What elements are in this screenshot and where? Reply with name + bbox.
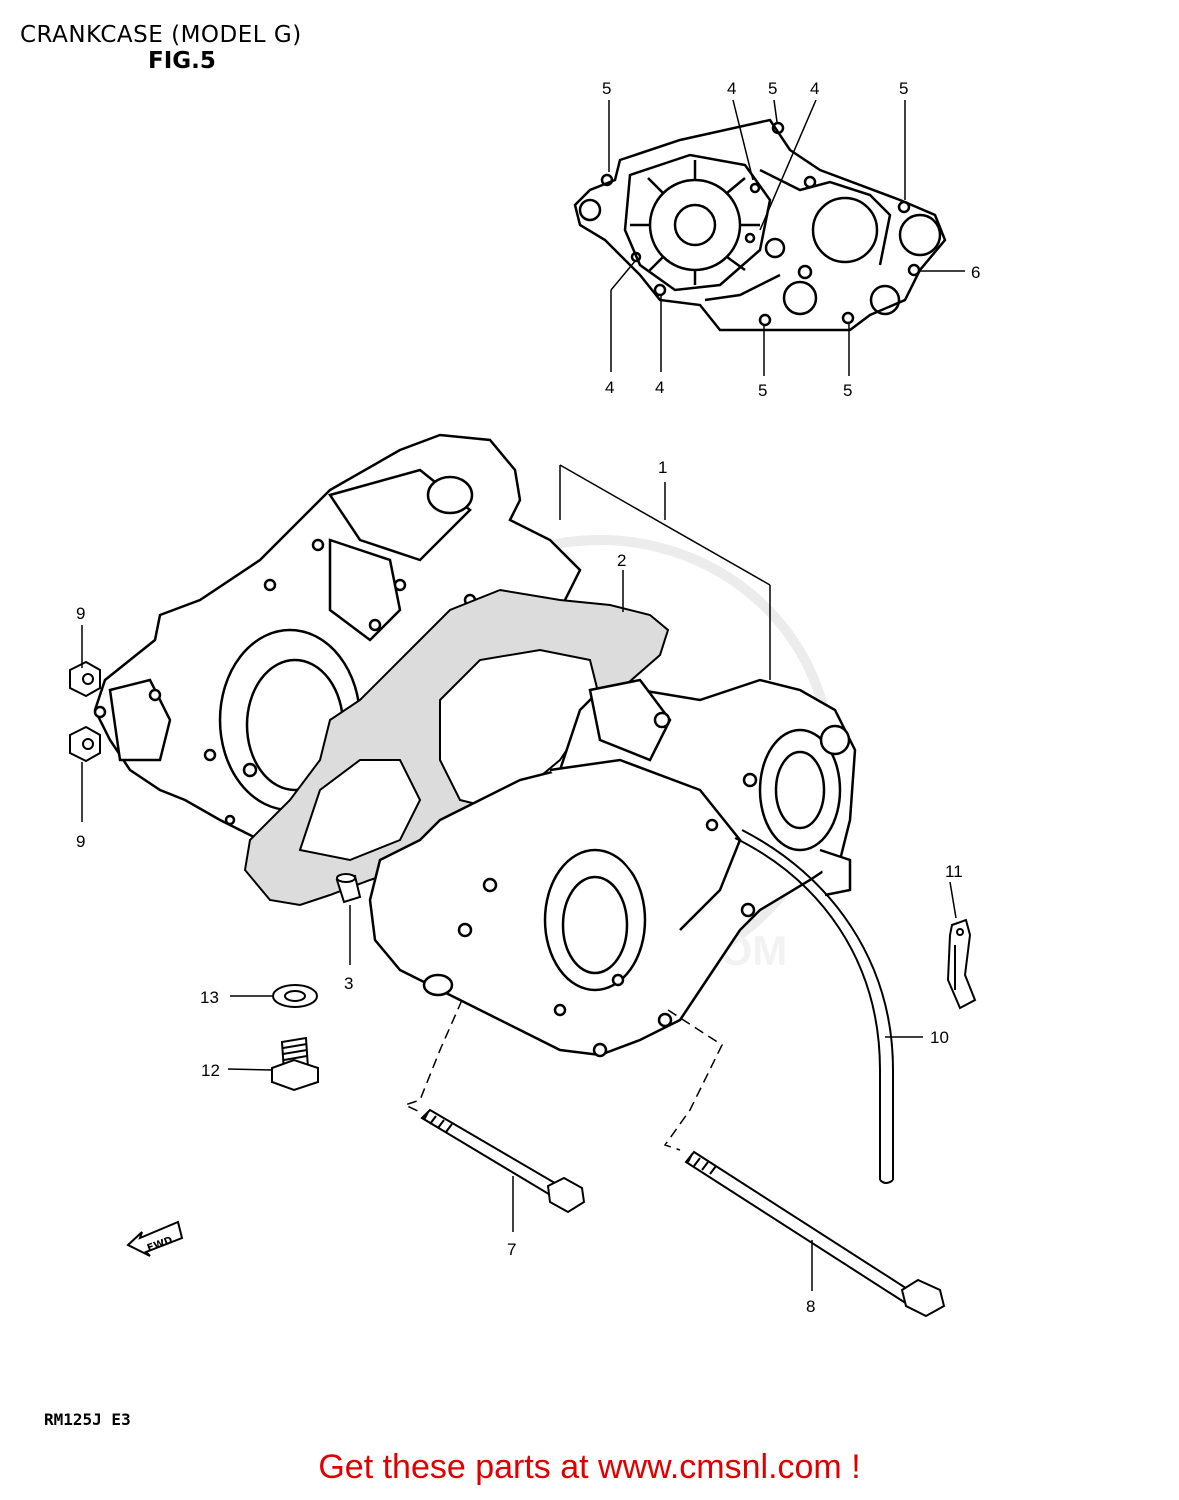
callout-1: 1 bbox=[658, 458, 667, 477]
callout-4: 4 bbox=[605, 378, 614, 397]
page-title: CRANKCASE (MODEL G) bbox=[20, 22, 302, 48]
breather-hose bbox=[734, 829, 894, 1184]
callout-5: 5 bbox=[899, 79, 908, 98]
callout-9: 9 bbox=[76, 832, 85, 851]
callout-13: 13 bbox=[200, 988, 219, 1007]
model-code: RM125J E3 bbox=[44, 1410, 131, 1429]
callout-7: 7 bbox=[507, 1240, 516, 1259]
callout-5: 5 bbox=[758, 381, 767, 400]
callout-5: 5 bbox=[843, 381, 852, 400]
crankcase-inner-view bbox=[573, 118, 947, 332]
callout-6: 6 bbox=[971, 263, 980, 282]
nut-lower bbox=[69, 725, 101, 763]
bolt-long bbox=[684, 1150, 946, 1318]
crankcase-right-half bbox=[368, 678, 857, 1058]
gasket bbox=[243, 588, 670, 907]
callout-12: 12 bbox=[201, 1061, 220, 1080]
promo-link[interactable]: Get these parts at www.cmsnl.com ! bbox=[318, 1448, 861, 1486]
inset-leader-lines bbox=[608, 99, 965, 376]
callout-8: 8 bbox=[806, 1297, 815, 1316]
callout-5: 5 bbox=[768, 79, 777, 98]
gasket-washer bbox=[272, 984, 318, 1008]
callout-2: 2 bbox=[617, 551, 626, 570]
callout-4: 4 bbox=[810, 79, 819, 98]
callout-4: 4 bbox=[727, 79, 736, 98]
dowel-pin bbox=[335, 873, 362, 904]
callout-4: 4 bbox=[655, 378, 664, 397]
drain-plug bbox=[271, 1036, 319, 1092]
callout-labels: 5 4 5 4 5 6 4 4 5 5 1 2 9 9 11 3 13 10 1… bbox=[76, 79, 980, 1316]
callout-5: 5 bbox=[602, 79, 611, 98]
callout-11: 11 bbox=[945, 862, 963, 881]
forward-direction-arrow: FWD bbox=[126, 1220, 184, 1257]
figure-number: FIG.5 bbox=[148, 48, 216, 74]
main-leader-lines bbox=[81, 464, 957, 1291]
hose-clamp bbox=[946, 918, 977, 1010]
nut-upper bbox=[69, 660, 101, 698]
callout-3: 3 bbox=[344, 974, 353, 993]
callout-9: 9 bbox=[76, 604, 85, 623]
bolt-short bbox=[420, 1108, 586, 1214]
callout-10: 10 bbox=[930, 1028, 949, 1047]
